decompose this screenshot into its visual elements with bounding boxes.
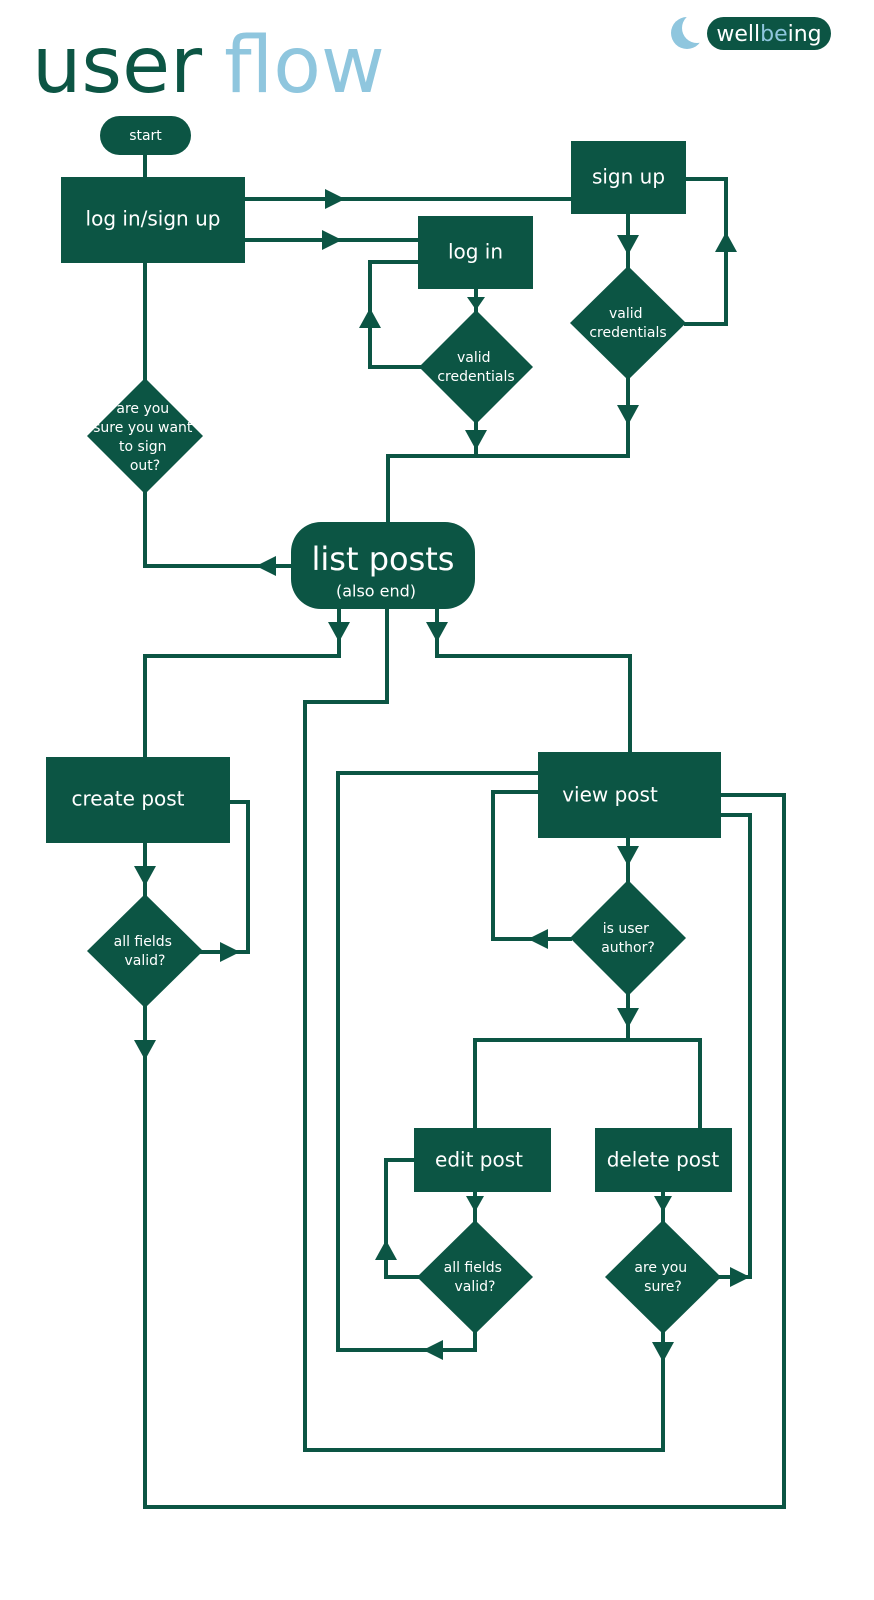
node-are-you-sure[interactable]: are you sure? <box>605 1220 721 1334</box>
node-view-post-label: view post <box>562 783 658 807</box>
label-line: to sign <box>119 439 166 455</box>
label-line: all fields <box>444 1260 502 1276</box>
node-create-post[interactable]: create post <box>46 757 230 843</box>
title-part-user: user <box>32 21 203 111</box>
label-line: author? <box>601 940 655 956</box>
node-create-post-label: create post <box>71 787 184 811</box>
arrowhead <box>375 1240 397 1260</box>
node-sign-out-confirm[interactable]: are you sure you want to sign out? <box>87 378 203 494</box>
arrowhead <box>617 405 639 425</box>
arrowhead <box>654 1196 672 1212</box>
node-valid-credentials-signup-label: valid credentials <box>589 306 666 341</box>
node-all-fields-valid-edit[interactable]: all fields valid? <box>417 1220 533 1334</box>
node-login-signup[interactable]: log in/sign up <box>61 177 245 263</box>
node-list-posts-sublabel: (also end) <box>336 582 416 601</box>
node-all-fields-valid-create-label: all fields valid? <box>114 934 177 969</box>
wellbeing-logo: wellbeing <box>671 13 831 50</box>
logo-text-be: be <box>760 22 788 47</box>
node-are-you-sure-label: are you sure? <box>634 1260 691 1295</box>
arrowhead <box>322 230 342 250</box>
label-line: valid <box>609 306 643 322</box>
connector-list-posts-to-delete-return <box>303 606 665 1452</box>
arrowhead <box>220 942 240 962</box>
node-login-signup-label: log in/sign up <box>86 207 221 231</box>
connector-log-in-retry-loop <box>368 260 422 369</box>
node-delete-post-label: delete post <box>607 1148 720 1172</box>
arrowhead <box>134 1040 156 1060</box>
label-line: valid? <box>455 1279 496 1295</box>
arrowhead <box>325 189 345 209</box>
arrowhead <box>328 622 350 642</box>
node-start-label: start <box>129 128 162 144</box>
node-sign-up-label: sign up <box>592 165 665 189</box>
label-line: are you <box>116 401 169 417</box>
label-line: is user <box>603 921 649 937</box>
connector-sign-out-to-list-posts <box>143 492 294 568</box>
node-all-fields-valid-create[interactable]: all fields valid? <box>87 894 203 1008</box>
arrowhead <box>134 866 156 886</box>
arrowheads <box>134 189 750 1362</box>
title-part-flow: flow <box>224 21 385 111</box>
node-log-in[interactable]: log in <box>418 216 533 289</box>
node-valid-credentials-signup[interactable]: valid credentials <box>570 266 686 380</box>
logo-text-ing: ing <box>788 22 822 47</box>
arrowhead <box>466 1196 484 1212</box>
node-delete-post[interactable]: delete post <box>595 1128 732 1192</box>
arrowhead <box>528 929 548 949</box>
connector-split-to-edit-post <box>473 1038 702 1130</box>
node-is-user-author-label: is user author? <box>601 921 655 956</box>
connector-list-posts-to-create-post <box>143 606 341 760</box>
logo-text-well: well <box>716 22 760 47</box>
label-line: valid <box>457 350 491 366</box>
node-sign-up[interactable]: sign up <box>571 141 686 214</box>
label-line: credentials <box>437 369 514 385</box>
node-log-in-label: log in <box>448 240 503 264</box>
connector-edit-valid-to-view-post <box>336 771 540 1352</box>
arrowhead <box>617 1008 639 1028</box>
label-line: are you <box>634 1260 687 1276</box>
label-line: all fields <box>114 934 172 950</box>
connector-sure-no-to-view-post <box>718 813 752 1279</box>
node-edit-post[interactable]: edit post <box>414 1128 551 1192</box>
arrowhead <box>652 1342 674 1362</box>
logo-badge <box>707 17 831 50</box>
logo-text: wellbeing <box>716 22 821 47</box>
label-line: out? <box>130 458 160 474</box>
moon-icon <box>671 13 712 49</box>
node-is-user-author[interactable]: is user author? <box>570 880 686 996</box>
label-line: credentials <box>589 325 666 341</box>
node-all-fields-valid-edit-label: all fields valid? <box>444 1260 507 1295</box>
label-line: sure you want <box>93 420 193 436</box>
arrowhead <box>423 1340 443 1360</box>
arrowhead <box>256 556 276 576</box>
node-list-posts[interactable]: list posts (also end) <box>291 522 475 609</box>
label-line: valid? <box>125 953 166 969</box>
connector-signup-valid-to-merge <box>386 378 630 524</box>
arrowhead <box>730 1267 750 1287</box>
label-line: sure? <box>644 1279 682 1295</box>
connector-edit-post-retry-loop <box>384 1158 420 1279</box>
node-view-post[interactable]: view post <box>538 752 721 838</box>
arrowhead <box>467 297 485 310</box>
arrowhead <box>617 846 639 866</box>
node-edit-post-label: edit post <box>435 1148 523 1172</box>
node-sign-out-confirm-label: are you sure you want to sign out? <box>93 401 197 474</box>
arrowhead <box>359 308 381 328</box>
nodes: start log in/sign up sign up log in vali… <box>46 116 732 1334</box>
connector-create-valid-to-return <box>143 793 786 1509</box>
arrowhead <box>426 622 448 642</box>
connector-list-posts-to-view-post <box>435 606 632 754</box>
node-valid-credentials-login-label: valid credentials <box>437 350 514 385</box>
arrowhead <box>617 235 639 255</box>
arrowhead <box>465 430 487 450</box>
node-list-posts-label: list posts <box>312 540 455 578</box>
node-valid-credentials-login[interactable]: valid credentials <box>419 310 533 424</box>
arrowhead <box>715 232 737 252</box>
node-start[interactable]: start <box>100 116 191 155</box>
